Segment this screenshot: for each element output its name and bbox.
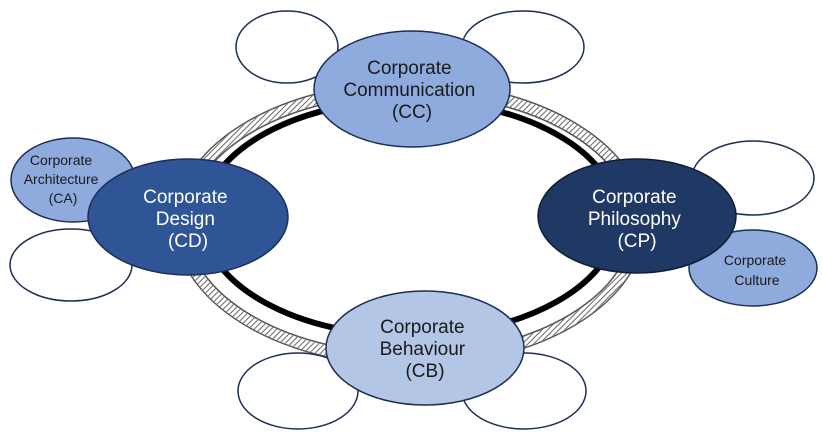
node-label-line: Corporate xyxy=(30,152,92,168)
node-shape xyxy=(537,158,737,274)
node-label-line: Architecture xyxy=(24,171,99,187)
svg-text:Corporate Behaviour: Corporate Behaviour (CB) xyxy=(380,317,471,382)
node-label-line: (CA) xyxy=(49,190,78,206)
node-label-line: Communication xyxy=(343,80,475,101)
svg-text:Corporate Design (: Corporate Design (CD) xyxy=(143,187,233,252)
node-label-line: Culture xyxy=(734,272,779,288)
svg-text:Corporate Communication: Corporate Communication (CC) xyxy=(343,58,480,123)
node-shape xyxy=(325,290,525,406)
svg-text:Corporate Philosophy: Corporate Philosophy (CP) xyxy=(588,187,686,252)
svg-text:Corporate Architecture: Corporate Architecture (CA) xyxy=(24,152,103,206)
node-label-line: (CP) xyxy=(617,231,656,252)
node-label-line: Behaviour xyxy=(380,339,466,360)
empty-satellite-bottom-left xyxy=(237,352,359,430)
node-shape xyxy=(313,30,511,148)
node-corporate-communication: Corporate Communication (CC) xyxy=(313,30,511,148)
node-label-line: Design xyxy=(156,209,215,230)
node-label-line: Corporate xyxy=(592,187,677,208)
node-corporate-culture: Corporate Culture xyxy=(688,229,818,307)
node-shape xyxy=(688,229,818,307)
svg-text:Corporate Culture: Corporate Culture xyxy=(724,252,790,288)
node-shape xyxy=(87,158,289,276)
empty-satellite-top-left xyxy=(235,10,339,84)
node-label-line: Philosophy xyxy=(588,209,681,230)
node-corporate-behaviour: Corporate Behaviour (CB) xyxy=(325,290,525,406)
node-label-line: Corporate xyxy=(380,317,465,338)
node-label-line: (CC) xyxy=(392,102,432,123)
node-corporate-design: Corporate Design (CD) xyxy=(87,158,289,276)
node-corporate-philosophy: Corporate Philosophy (CP) xyxy=(537,158,737,274)
node-label-line: (CB) xyxy=(405,361,444,382)
node-label-line: (CD) xyxy=(168,231,208,252)
node-label-line: Corporate xyxy=(724,252,786,268)
node-label-line: Corporate xyxy=(367,58,452,79)
node-label-line: Corporate xyxy=(143,187,228,208)
